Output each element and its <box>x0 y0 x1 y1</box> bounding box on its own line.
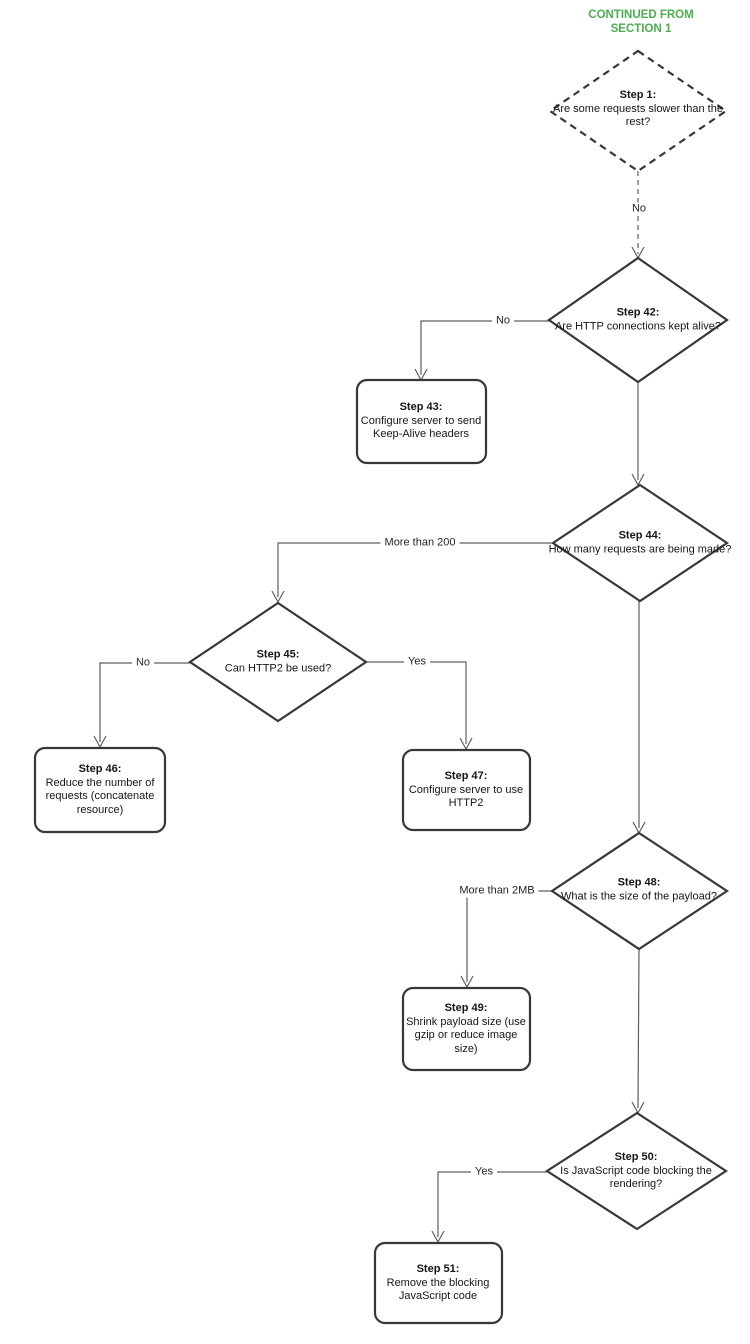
connector-step45-step46 <box>99 662 190 742</box>
step1-text: Are some requests slower than the rest? <box>553 102 723 128</box>
node-step44-label: Step 44: How many requests are being mad… <box>547 530 733 557</box>
step50-text: Is JavaScript code blocking the renderin… <box>560 1164 712 1190</box>
step1-title: Step 1: <box>619 88 657 101</box>
node-step42-label: Step 42: Are HTTP connections kept alive… <box>548 307 728 334</box>
edge-label-step1-no: No <box>627 202 651 216</box>
step47-title: Step 47: <box>444 769 488 782</box>
step44-text: How many requests are being made? <box>548 543 732 555</box>
step42-text: Are HTTP connections kept alive? <box>554 320 722 332</box>
step42-title: Step 42: <box>616 306 660 319</box>
decision-step50 <box>544 1111 729 1231</box>
node-step45-label: Step 45: Can HTTP2 be used? <box>193 649 363 676</box>
step46-text: Reduce the number of requests (concatena… <box>45 776 155 816</box>
node-step50-label: Step 50: Is JavaScript code blocking the… <box>543 1151 729 1192</box>
node-step49-label: Step 49: Shrink payload size (use gzip o… <box>406 1002 526 1056</box>
process-step47 <box>401 748 532 832</box>
process-step43 <box>355 378 488 465</box>
connector-step44-step45 <box>277 542 553 597</box>
decision-step45 <box>188 601 368 723</box>
step43-text: Configure server to send Keep-Alive head… <box>360 414 482 440</box>
process-step49 <box>401 986 532 1072</box>
continued-from-line2: SECTION 1 <box>610 23 672 35</box>
step48-title: Step 48: <box>617 876 661 889</box>
edge-label-step48-more-than-2mb: More than 2MB <box>455 884 539 898</box>
step47-text: Configure server to use HTTP2 <box>408 783 524 809</box>
process-step46 <box>33 746 167 834</box>
connector-step42-step43 <box>420 320 549 375</box>
continued-from-header: CONTINUED FROM SECTION 1 <box>551 8 731 36</box>
connector-step48-step49 <box>466 890 552 982</box>
step48-text: What is the size of the payload? <box>561 890 717 902</box>
decision-step48 <box>550 831 729 951</box>
connector-step45-step47 <box>366 661 467 744</box>
node-step43-label: Step 43: Configure server to send Keep-A… <box>360 401 482 442</box>
step46-title: Step 46: <box>78 763 122 775</box>
step44-title: Step 44: <box>618 529 662 542</box>
step43-title: Step 43: <box>399 400 443 413</box>
arrowhead-step44 <box>631 473 645 487</box>
edge-label-step45-yes: Yes <box>404 655 430 669</box>
node-step48-label: Step 48: What is the size of the payload… <box>546 877 732 904</box>
node-step46-label: Step 46: Reduce the number of requests (… <box>38 763 162 817</box>
step50-title: Step 50: <box>614 1150 658 1163</box>
step49-text: Shrink payload size (use gzip or reduce … <box>406 1015 526 1055</box>
step45-title: Step 45: <box>256 648 300 661</box>
edge-label-step50-yes: Yes <box>471 1165 497 1179</box>
node-step51-label: Step 51: Remove the blocking JavaScript … <box>378 1263 498 1304</box>
edge-label-step42-no: No <box>491 314 515 328</box>
node-step47-label: Step 47: Configure server to use HTTP2 <box>407 770 525 811</box>
decision-step1 <box>548 49 728 173</box>
process-step51 <box>373 1241 504 1325</box>
connector-step50-step51 <box>437 1171 547 1237</box>
decision-step44 <box>551 483 729 603</box>
step45-text: Can HTTP2 be used? <box>224 662 332 674</box>
continued-from-line1: CONTINUED FROM <box>588 9 694 21</box>
edge-label-step45-no: No <box>131 656 155 670</box>
decision-step42 <box>547 256 729 384</box>
step51-text: Remove the blocking JavaScript code <box>386 1276 490 1302</box>
node-step1-label: Step 1: Are some requests slower than th… <box>548 89 728 130</box>
edge-label-step44-more-than-200: More than 200 <box>380 536 460 550</box>
step49-title: Step 49: <box>444 1002 488 1014</box>
connector-step48-step50 <box>637 948 640 1109</box>
step51-title: Step 51: <box>416 1262 460 1275</box>
